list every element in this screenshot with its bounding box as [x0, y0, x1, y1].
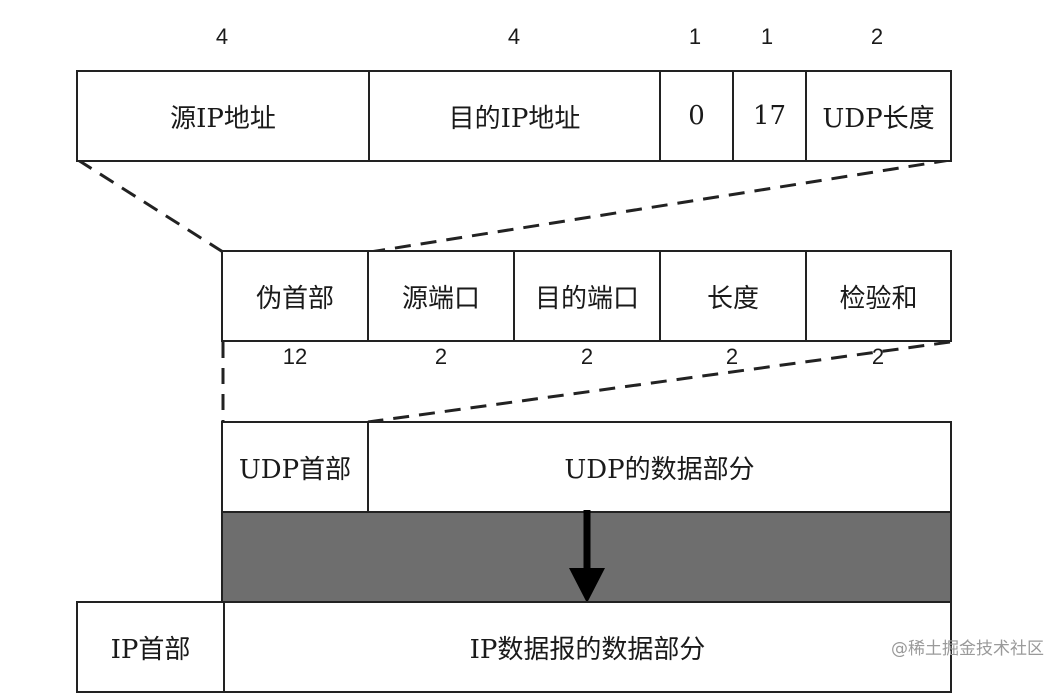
- field-pseudo-header: 伪首部: [223, 252, 369, 340]
- pseudo-header-row: 源IP地址 目的IP地址 0 17 UDP长度: [76, 70, 952, 162]
- size-protocol: 1: [760, 24, 774, 49]
- field-dst-port: 目的端口: [515, 252, 661, 340]
- size-length: 2: [725, 344, 739, 369]
- size-zero: 1: [688, 24, 702, 49]
- watermark: @稀土掘金技术社区: [891, 639, 1044, 659]
- dash-top-right: [369, 158, 951, 254]
- size-src-ip: 4: [215, 24, 229, 49]
- size-pseudo-header: 12: [282, 344, 308, 369]
- ip-data-cell: IP数据报的数据部分: [469, 634, 706, 665]
- size-dst-port: 2: [580, 344, 594, 369]
- size-checksum: 2: [871, 344, 885, 369]
- field-protocol: 17: [734, 72, 807, 160]
- field-dst-ip: 目的IP地址: [370, 72, 661, 160]
- ip-datagram-row: IP首部 IP数据报的数据部分: [76, 601, 952, 693]
- field-src-port: 源端口: [369, 252, 515, 340]
- ip-header-cell: IP首部: [78, 603, 225, 691]
- field-zero: 0: [661, 72, 734, 160]
- udp-data-cell: UDP的数据部分: [564, 454, 755, 485]
- size-dst-ip: 4: [507, 24, 521, 49]
- udp-datagram-row: UDP首部 UDP的数据部分: [221, 421, 952, 513]
- dash-mid-right: [367, 340, 951, 424]
- size-src-port: 2: [434, 344, 448, 369]
- size-udp-length: 2: [870, 24, 884, 49]
- connector-lines: [77, 158, 951, 424]
- down-arrow-icon: [569, 510, 605, 603]
- field-length: 长度: [661, 252, 807, 340]
- dash-top-left: [77, 158, 224, 254]
- udp-header-cell: UDP首部: [223, 423, 369, 511]
- field-checksum: 检验和: [839, 283, 918, 314]
- field-src-ip: 源IP地址: [78, 72, 370, 160]
- field-udp-length: UDP长度: [822, 103, 935, 134]
- udp-header-row: 伪首部 源端口 目的端口 长度 检验和: [221, 250, 952, 342]
